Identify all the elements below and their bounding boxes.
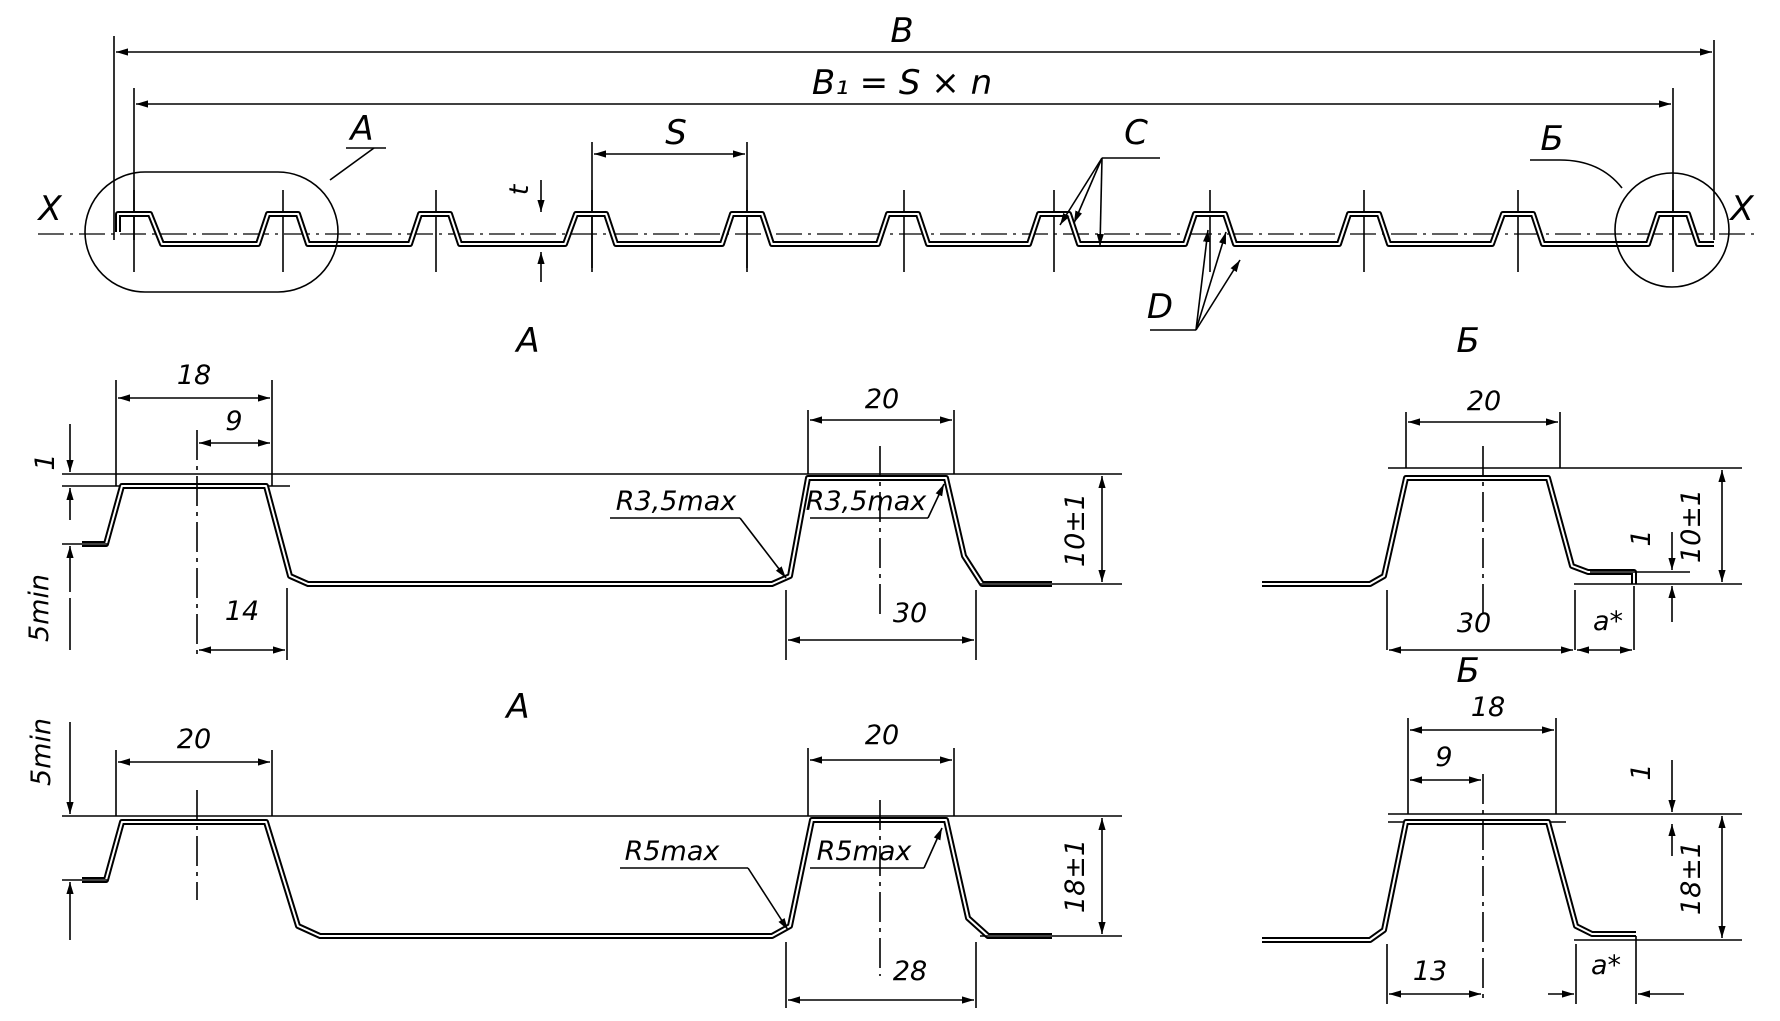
callout-d-arrow-1 xyxy=(1195,229,1211,331)
label-axis-right: X xyxy=(1728,189,1754,229)
radius-a-upper-inner: R3,5max xyxy=(806,486,928,517)
callout-c-arrow-2 xyxy=(1073,157,1103,224)
dim-a-lower-height: 18±1 xyxy=(1060,839,1091,913)
sheet-profile-inner xyxy=(117,213,1714,245)
callout-c-arrow-3 xyxy=(1096,157,1104,247)
rib-centre-lines xyxy=(133,190,1674,272)
label-overall-width: B xyxy=(890,11,913,51)
dim-b-lower-1: 1 xyxy=(1626,763,1657,780)
label-axis-left: X xyxy=(36,189,62,229)
view-a-lower-title: A xyxy=(504,687,529,727)
dim-b-lower-a: a* xyxy=(1591,950,1621,981)
label-thickness: t xyxy=(504,183,535,195)
profile-b-lower xyxy=(1262,819,1636,943)
radius-a-lower-outer: R5max xyxy=(625,836,721,867)
radius-a-upper-outer: R3,5max xyxy=(616,486,738,517)
node-a-leader xyxy=(329,147,375,181)
dim-b-upper-1: 1 xyxy=(1626,529,1657,546)
dim-a-upper-30: 30 xyxy=(893,598,927,629)
detail-view-b-upper: Б 20 30 a* 1 10±1 xyxy=(1262,321,1742,654)
callout-c-arrow-1 xyxy=(1059,157,1103,226)
node-b-leader xyxy=(1530,159,1623,189)
label-node-b: Б xyxy=(1540,119,1563,159)
detail-view-a-lower: A 5min 20 20 28 18±1 R5max xyxy=(26,687,1122,1008)
detail-view-b-lower: Б 18 9 13 a* 1 18±1 xyxy=(1262,651,1742,1004)
dim-a-upper-1: 1 xyxy=(30,453,61,470)
dim-a-lower-20-right: 20 xyxy=(865,720,899,751)
dim-b-upper-30: 30 xyxy=(1457,608,1491,639)
view-a-upper-title: A xyxy=(514,321,539,361)
dim-a-upper-20: 20 xyxy=(865,384,899,415)
label-node-a: A xyxy=(348,109,373,149)
dim-a-upper-5min: 5min xyxy=(24,574,55,642)
label-callout-d: D xyxy=(1147,287,1173,327)
dim-a-lower-28: 28 xyxy=(893,956,927,987)
dim-a-upper-18: 18 xyxy=(177,360,211,391)
callout-d-arrow-2 xyxy=(1195,231,1227,331)
node-a-outline xyxy=(84,171,339,293)
view-b-lower-title: Б xyxy=(1456,651,1479,691)
label-callout-c: C xyxy=(1124,113,1148,153)
dim-a-upper-14: 14 xyxy=(225,596,259,627)
dim-b-upper-20: 20 xyxy=(1467,386,1501,417)
callout-d-arrow-3 xyxy=(1195,259,1241,331)
dim-b-upper-a: a* xyxy=(1593,606,1623,637)
dim-b-lower-18: 18 xyxy=(1471,692,1505,723)
sheet-overview: B B₁ = S × n S X X xyxy=(36,11,1760,331)
sheet-profile xyxy=(115,211,1714,247)
view-b-upper-title: Б xyxy=(1456,321,1479,361)
dim-b-lower-13: 13 xyxy=(1413,956,1447,987)
label-working-width: B₁ = S × n xyxy=(812,63,992,103)
dim-a-upper-9: 9 xyxy=(225,406,242,437)
dim-a-upper-height: 10±1 xyxy=(1060,493,1091,567)
detail-view-a-upper: A 18 9 1 5min 14 xyxy=(24,321,1122,660)
dim-b-lower-height: 18±1 xyxy=(1676,841,1707,915)
dim-b-lower-9: 9 xyxy=(1435,742,1452,773)
node-b-outline xyxy=(1614,172,1730,288)
dim-a-lower-20-left: 20 xyxy=(177,724,211,755)
dim-b-upper-height: 10±1 xyxy=(1676,489,1707,563)
label-pitch: S xyxy=(665,113,687,153)
radius-a-lower-inner: R5max xyxy=(817,836,913,867)
dim-a-lower-5min: 5min xyxy=(26,718,57,786)
